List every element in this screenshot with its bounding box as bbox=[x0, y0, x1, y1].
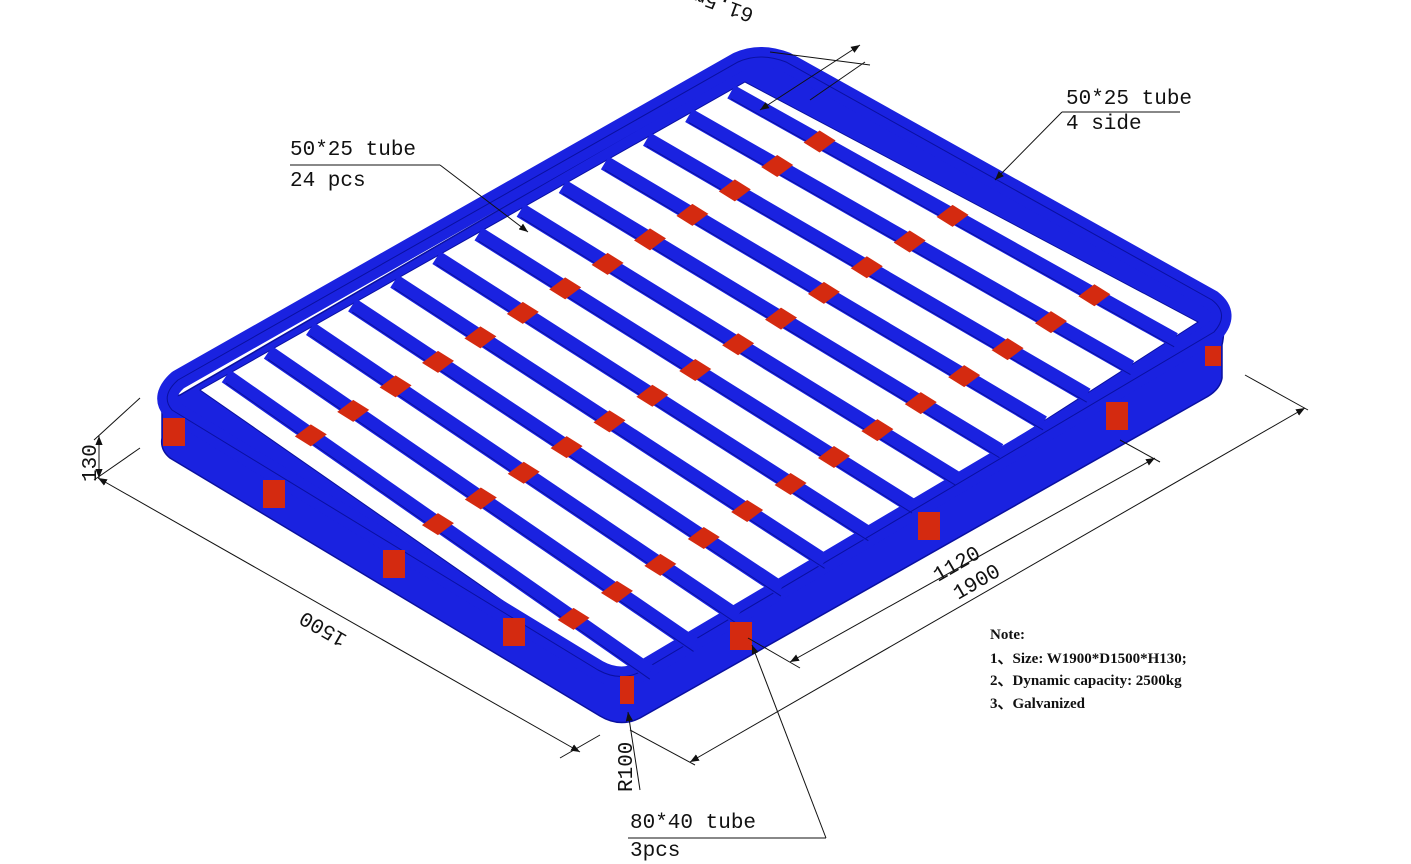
spacer-block bbox=[593, 410, 626, 433]
dim-height: 130 bbox=[80, 444, 103, 482]
callout-runners-count: 3pcs bbox=[630, 840, 680, 863]
spec-note: Note: 1、Size: W1900*D1500*H130; 2、Dynami… bbox=[990, 627, 1187, 712]
dim-depth: 1500 bbox=[296, 605, 351, 650]
callout-slats-count: 24 pcs bbox=[290, 170, 366, 193]
spacer-block bbox=[765, 307, 798, 330]
dim-radius: R100 bbox=[616, 742, 639, 792]
spacer-block bbox=[506, 301, 539, 324]
spacer-block bbox=[634, 228, 666, 251]
spacer-block bbox=[893, 230, 926, 253]
callout-slats-label: 50*25 tube bbox=[290, 139, 416, 162]
spacer-block bbox=[1078, 284, 1111, 307]
spacer-block bbox=[803, 130, 836, 153]
spacer-block bbox=[948, 365, 981, 388]
note-item: 2、Dynamic capacity: 2500kg bbox=[990, 673, 1182, 689]
note-item: 3、Galvanized bbox=[990, 696, 1086, 712]
spacer-block bbox=[718, 179, 751, 202]
callout-runners-label: 80*40 tube bbox=[630, 812, 756, 835]
dim-edge-offset: 61.5mm bbox=[678, 0, 757, 25]
spacer-block bbox=[644, 553, 677, 576]
spacer-block bbox=[761, 154, 794, 177]
spacer-block bbox=[379, 375, 412, 398]
callout-frame-sides: 4 side bbox=[1066, 113, 1142, 136]
spacer-block bbox=[676, 203, 709, 226]
callout-frame-label: 50*25 tube bbox=[1066, 88, 1192, 111]
spacer-block bbox=[464, 326, 497, 349]
spacer-block bbox=[1034, 311, 1067, 334]
spacer-block bbox=[936, 204, 969, 227]
spacer-block bbox=[550, 436, 583, 459]
spacer-block bbox=[850, 256, 883, 279]
spacer-block bbox=[600, 580, 633, 603]
spacer-block bbox=[549, 277, 582, 300]
spacer-block bbox=[636, 384, 669, 407]
dimension-lines bbox=[93, 44, 1309, 839]
note-title: Note: bbox=[990, 627, 1025, 643]
note-item: 1、Size: W1900*D1500*H130; bbox=[990, 651, 1187, 667]
spacer-block bbox=[294, 424, 327, 447]
spacer-block bbox=[807, 281, 840, 304]
spacer-block bbox=[337, 399, 370, 422]
spacer-block bbox=[422, 350, 454, 373]
spacer-block bbox=[722, 333, 755, 356]
spacer-block bbox=[591, 252, 624, 275]
spacer-block bbox=[991, 338, 1024, 361]
spacer-block bbox=[679, 359, 712, 381]
